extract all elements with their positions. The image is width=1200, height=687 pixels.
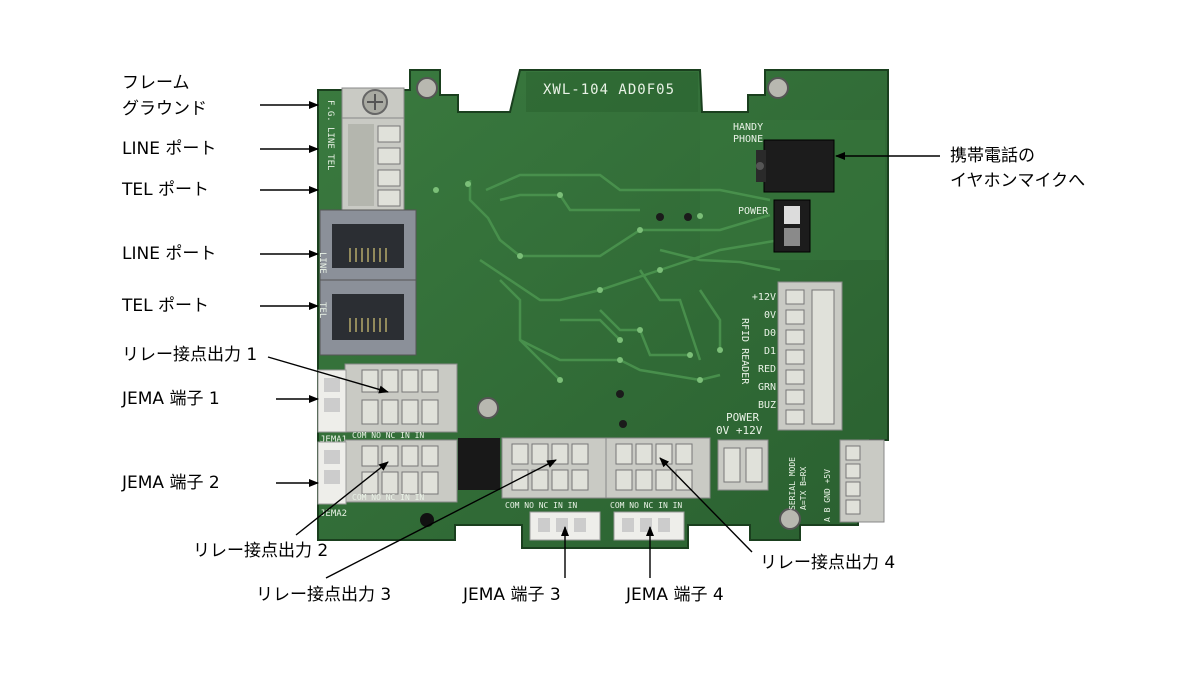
- trace-dots: [433, 181, 723, 383]
- pcb-board: [317, 69, 889, 549]
- frame-ground-terminal: [341, 87, 405, 119]
- com-silkscreen-3: COM NO NC IN IN: [505, 501, 577, 510]
- relay-terminal-3: [501, 437, 607, 499]
- rfid-reader-silkscreen: RFID READER: [739, 318, 750, 385]
- com-silkscreen-2: COM NO NC IN IN: [352, 493, 424, 502]
- power-voltage-silkscreen: 0V +12V: [716, 424, 763, 437]
- label-relay-2: リレー接点出力 2: [193, 541, 329, 561]
- label-frame-ground-2: グラウンド: [122, 99, 207, 119]
- jema2-silkscreen: JEMA2: [320, 509, 347, 519]
- rfid-pin-label: 0V: [764, 310, 776, 321]
- arrow-relay-2: [295, 461, 389, 536]
- serial-terminal: [839, 439, 885, 523]
- rfid-terminal: [777, 281, 843, 431]
- model-silkscreen: XWL-104 AD0F05: [543, 82, 675, 98]
- relay-terminal-1: [344, 363, 458, 433]
- label-jema-4: JEMA 端子 4: [626, 585, 724, 605]
- label-tel-port-1: TEL ポート: [122, 180, 210, 200]
- power-terminal: [717, 439, 769, 491]
- serial-mode-silkscreen: SERIAL MODE: [788, 457, 797, 510]
- arrow-relay-3: [325, 459, 557, 579]
- rj-jack-tel: [319, 279, 417, 356]
- com-silkscreen-1: COM NO NC IN IN: [352, 431, 424, 440]
- label-earphone-2: イヤホンマイクへ: [950, 171, 1086, 191]
- arrow-relay-4: [659, 457, 753, 553]
- jema-terminal-2: [317, 441, 347, 505]
- label-frame-ground-1: フレーム: [122, 73, 190, 93]
- line-tel-terminal: [341, 117, 405, 214]
- label-relay-3: リレー接点出力 3: [256, 585, 392, 605]
- com-silkscreen-4: COM NO NC IN IN: [610, 501, 682, 510]
- label-jema-2: JEMA 端子 2: [122, 473, 220, 493]
- rfid-pin-label: +12V: [752, 292, 776, 303]
- label-relay-1: リレー接点出力 1: [122, 345, 258, 365]
- rfid-pin-labels: +12V 0V D0 D1 RED GRN BUZ: [752, 292, 776, 411]
- jema1-silkscreen: JEMA1: [320, 435, 347, 445]
- tel-silkscreen: TEL: [317, 302, 327, 318]
- serial-cols-silkscreen: A B GND +5V: [823, 469, 832, 522]
- label-earphone-1: 携帯電話の: [950, 146, 1035, 166]
- fg-line-tel-silkscreen: F.G. LINE TEL: [325, 100, 335, 170]
- arrow-relay-1: [267, 356, 389, 394]
- power-silkscreen-bottom: POWER: [726, 411, 759, 424]
- power-switch: [773, 199, 811, 253]
- handy-silkscreen: HANDY: [733, 122, 763, 133]
- phone-silkscreen: PHONE: [733, 134, 763, 145]
- jema-terminal-1: [317, 369, 347, 433]
- rfid-pin-label: BUZ: [758, 400, 776, 411]
- power-silkscreen-top: POWER: [738, 206, 769, 217]
- label-line-port-1: LINE ポート: [122, 139, 217, 159]
- relay-terminal-4: [605, 437, 711, 499]
- label-line-port-2: LINE ポート: [122, 244, 217, 264]
- relay-component: [458, 438, 500, 490]
- earphone-jack: [756, 139, 835, 193]
- relay-terminal-2: [344, 439, 458, 503]
- label-jema-3: JEMA 端子 3: [463, 585, 561, 605]
- rfid-pin-label: D1: [764, 346, 776, 357]
- serial-pins-silkscreen: A=TX B=RX: [799, 466, 808, 510]
- rj-jack-line: [319, 209, 417, 281]
- rfid-pin-label: RED: [758, 364, 776, 375]
- rfid-pin-label: D0: [764, 328, 776, 339]
- label-relay-4: リレー接点出力 4: [760, 553, 896, 573]
- line-silkscreen: LINE: [317, 252, 327, 274]
- rfid-pin-label: GRN: [758, 382, 776, 393]
- jema-terminal-4: [613, 511, 685, 541]
- callout-arrows: [260, 101, 940, 579]
- label-jema-1: JEMA 端子 1: [122, 389, 220, 409]
- label-tel-port-2: TEL ポート: [122, 296, 210, 316]
